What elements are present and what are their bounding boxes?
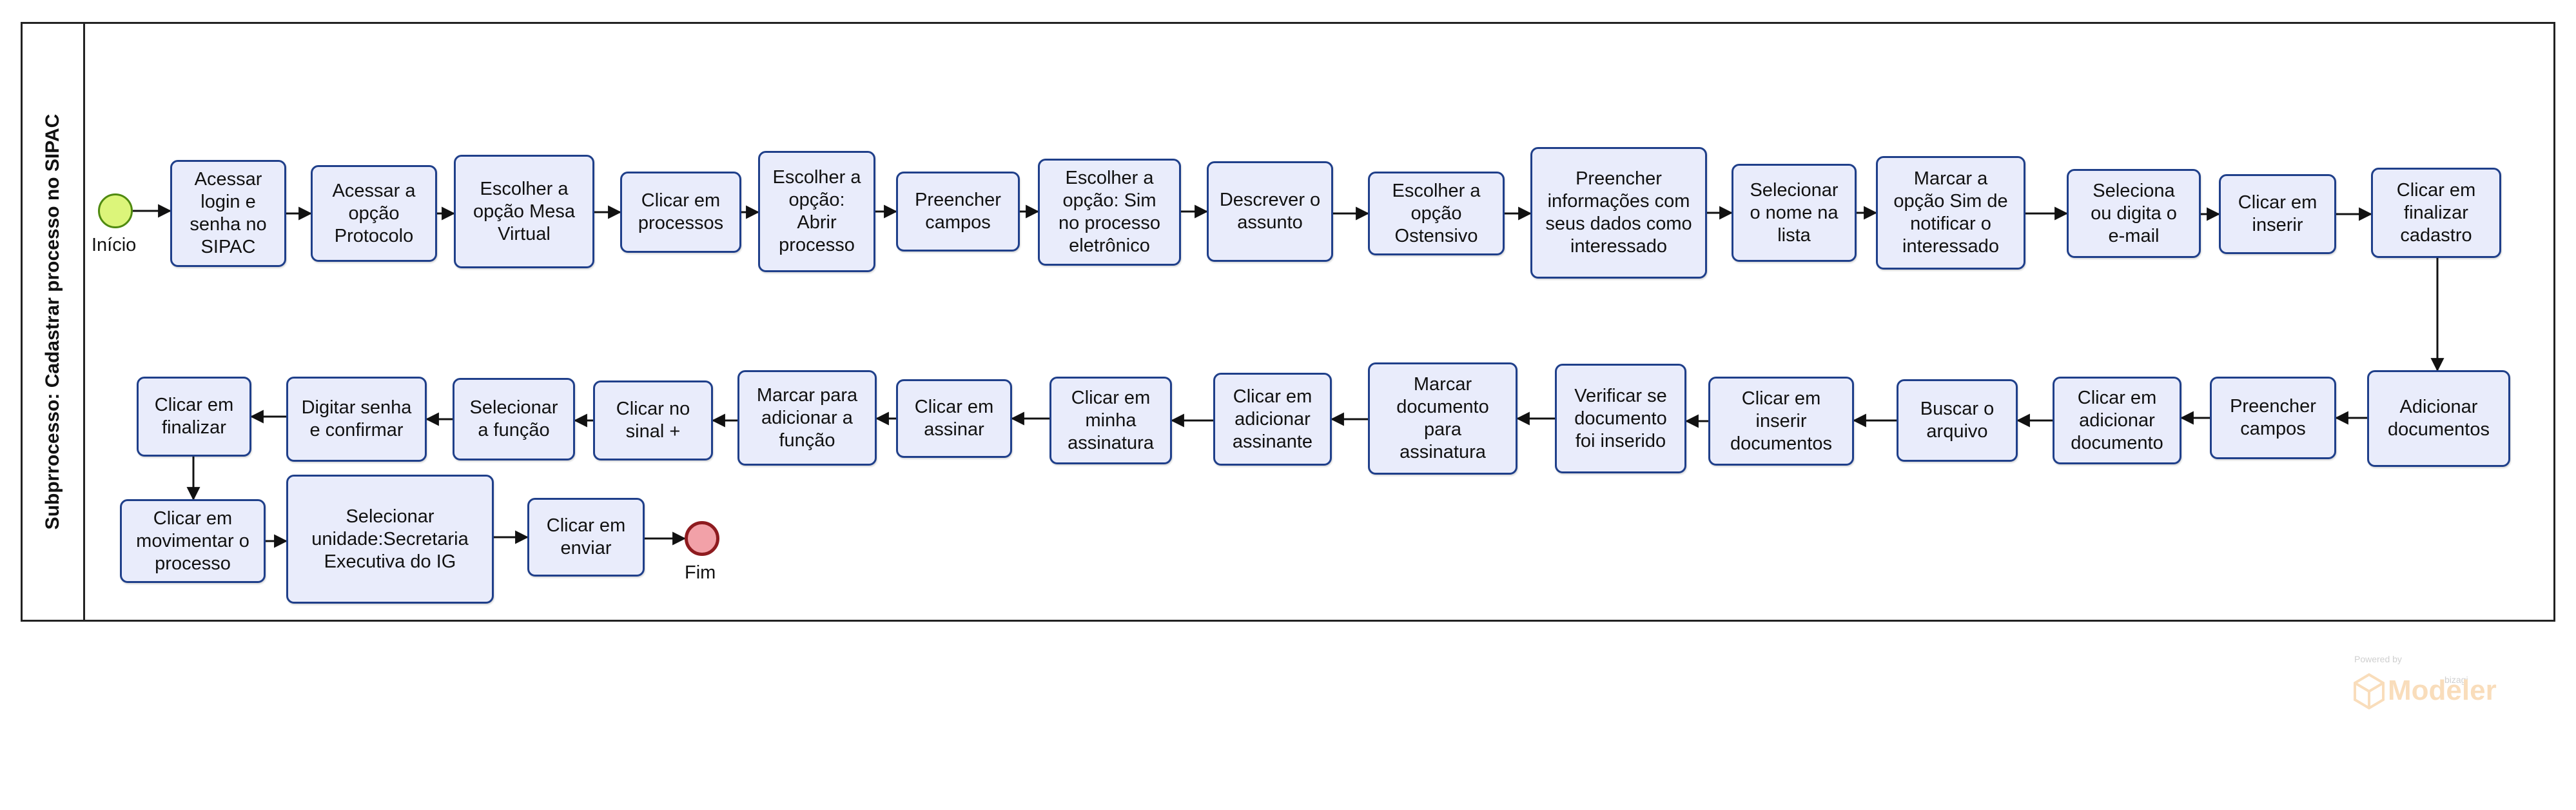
- task-t11: Selecionar o nome na lista: [1732, 164, 1857, 262]
- powered-by-text: Powered by: [2354, 654, 2402, 664]
- task-t30: Clicar em finalizar: [137, 377, 251, 457]
- task-t19: Buscar o arquivo: [1897, 379, 2018, 462]
- pool-header: [21, 22, 85, 622]
- task-t4: Clicar em processos: [620, 172, 741, 253]
- end-event: [685, 521, 719, 556]
- task-t10: Preencher informações com seus dados com…: [1530, 147, 1707, 279]
- task-t26: Marcar para adicionar a função: [737, 370, 877, 466]
- task-t23: Clicar em adicionar assinante: [1213, 373, 1332, 466]
- task-t27: Clicar no sinal +: [593, 380, 713, 460]
- task-t32: Selecionar unidade:Secretaria Executiva …: [286, 475, 494, 604]
- end-event-label: Fim: [685, 562, 716, 583]
- task-t29: Digitar senha e confirmar: [286, 377, 427, 462]
- task-t22: Marcar documento para assinatura: [1368, 362, 1517, 475]
- task-t15: Clicar em finalizar cadastro: [2371, 168, 2501, 258]
- brand-text: bizagi: [2444, 675, 2468, 685]
- pool: [21, 22, 2555, 622]
- start-event-label: Início: [92, 235, 137, 255]
- task-t9: Escolher a opção Ostensivo: [1368, 172, 1505, 255]
- task-t28: Selecionar a função: [453, 378, 575, 460]
- task-t7: Escolher a opção: Sim no processo eletrô…: [1038, 159, 1181, 266]
- task-t6: Preencher campos: [896, 172, 1020, 252]
- bizagi-cube-icon: [2354, 673, 2385, 709]
- product-text: Modeler: [2388, 675, 2497, 706]
- task-t18: Clicar em adicionar documento: [2053, 377, 2181, 464]
- task-t21: Verificar se documento foi inserido: [1555, 364, 1686, 473]
- task-t8: Descrever o assunto: [1207, 161, 1333, 262]
- task-t24: Clicar em minha assinatura: [1049, 377, 1172, 464]
- task-t31: Clicar em movimentar o processo: [120, 499, 266, 583]
- task-t25: Clicar em assinar: [896, 379, 1012, 458]
- bizagi-watermark: Powered by bizagi Modeler: [2348, 649, 2515, 720]
- task-t5: Escolher a opção: Abrir processo: [758, 151, 875, 272]
- task-t13: Seleciona ou digita o e-mail: [2067, 169, 2201, 258]
- task-t20: Clicar em inserir documentos: [1708, 377, 1854, 466]
- task-t2: Acessar a opção Protocolo: [311, 165, 437, 262]
- task-t12: Marcar a opção Sim de notificar o intere…: [1876, 156, 2025, 270]
- task-t17: Preencher campos: [2210, 377, 2336, 459]
- start-event: [98, 193, 133, 228]
- task-t16: Adicionar documentos: [2367, 370, 2510, 467]
- task-t14: Clicar em inserir: [2219, 174, 2336, 254]
- task-t1: Acessar login e senha no SIPAC: [170, 160, 286, 267]
- task-t33: Clicar em enviar: [527, 498, 645, 577]
- task-t3: Escolher a opção Mesa Virtual: [454, 155, 594, 268]
